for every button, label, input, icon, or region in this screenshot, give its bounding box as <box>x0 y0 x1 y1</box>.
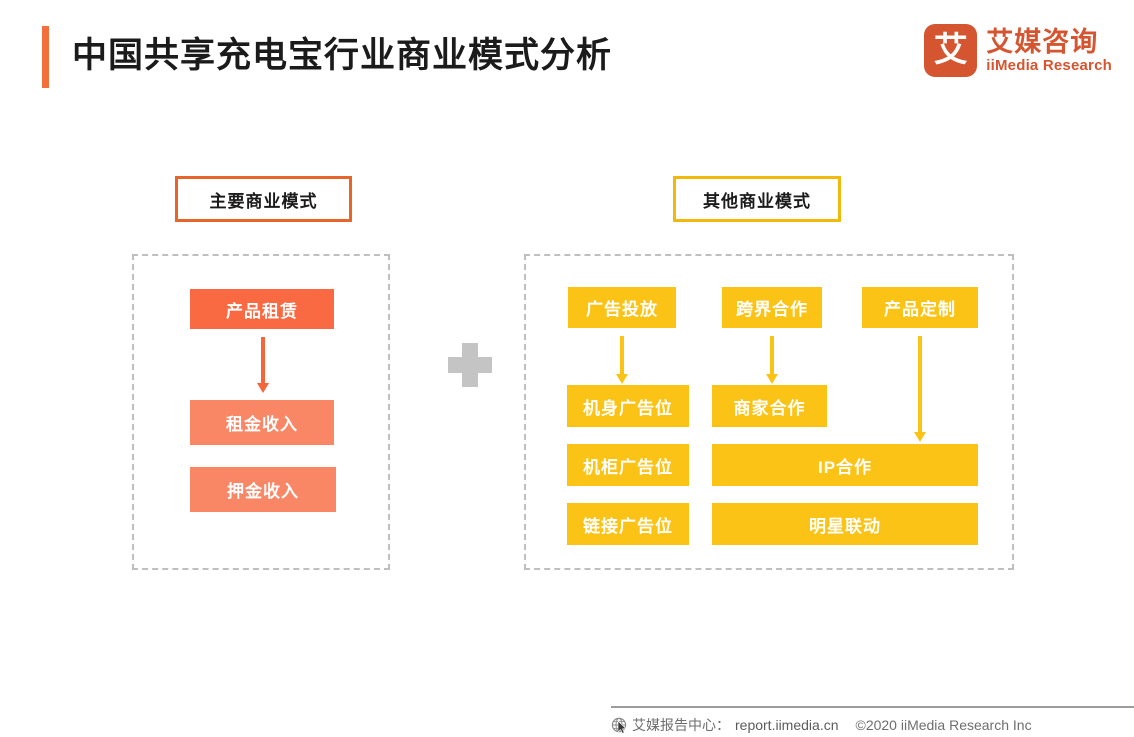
title-accent-bar <box>42 26 49 88</box>
globe-icon <box>611 717 627 734</box>
footer-source-label: 艾媒报告中心： <box>632 716 730 733</box>
box-merchant-coop: 商家合作 <box>712 385 827 427</box>
right-panel <box>524 254 1014 570</box>
page-title: 中国共享充电宝行业商业模式分析 <box>72 36 613 75</box>
box-cabinet-ad-slot: 机柜广告位 <box>567 444 689 486</box>
box-body-ad-slot: 机身广告位 <box>567 385 689 427</box>
box-rent-income: 租金收入 <box>190 400 334 445</box>
box-link-ad-slot: 链接广告位 <box>567 503 689 545</box>
box-ip-coop: IP合作 <box>712 444 978 486</box>
plus-connector-icon <box>448 343 492 387</box>
box-advertising-head: 广告投放 <box>568 287 676 328</box>
logo-text: 艾媒咨询 iiMedia Research <box>986 27 1112 75</box>
logo-name-en: iiMedia Research <box>986 56 1112 74</box>
box-deposit-income: 押金收入 <box>190 467 336 512</box>
right-section-caption: 其他商业模式 <box>673 176 841 222</box>
page-footer: 艾媒报告中心： report.iimedia.cn ©2020 iiMedia … <box>611 712 1134 737</box>
box-star-interaction: 明星联动 <box>712 503 978 545</box>
left-section-caption: 主要商业模式 <box>175 176 352 222</box>
mouse-cursor-icon <box>618 720 627 734</box>
logo-name-cn: 艾媒咨询 <box>986 26 1099 57</box>
box-cross-industry-head: 跨界合作 <box>722 287 822 328</box>
brand-logo: 艾 艾媒咨询 iiMedia Research <box>924 24 1112 77</box>
footer-divider <box>611 706 1134 708</box>
logo-mark-icon: 艾 <box>924 24 978 77</box>
box-product-rental: 产品租赁 <box>190 289 334 329</box>
footer-site-url[interactable]: report.iimedia.cn <box>735 716 839 733</box>
page-header: 中国共享充电宝行业商业模式分析 艾 艾媒咨询 iiMedia Research <box>0 0 1134 110</box>
left-panel <box>132 254 390 570</box>
footer-copyright: ©2020 iiMedia Research Inc <box>855 716 1032 733</box>
box-product-custom-head: 产品定制 <box>862 287 978 328</box>
